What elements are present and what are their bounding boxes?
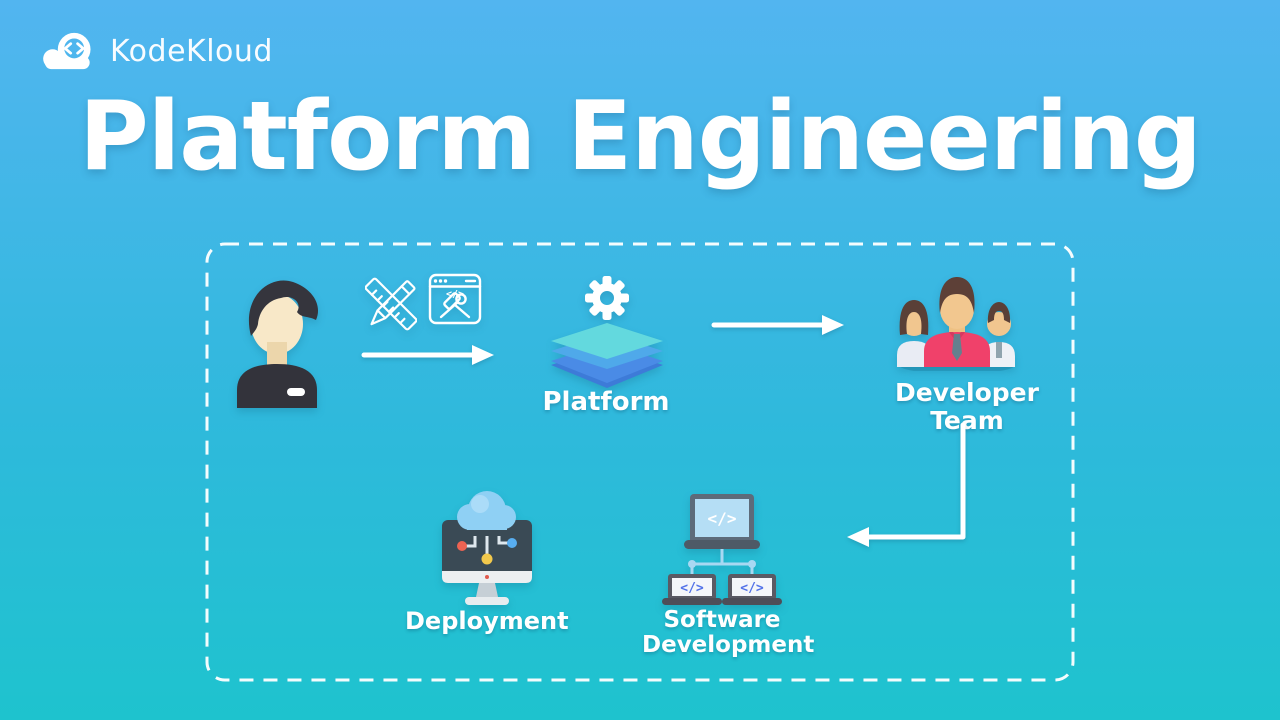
ruler-pencil-icon xyxy=(365,277,417,331)
arrow-right-icon xyxy=(711,315,844,335)
dashed-border xyxy=(205,242,1075,682)
connected-laptops-icon: </> </> </> xyxy=(662,494,782,605)
kodekloud-logo: KodeKloud xyxy=(38,30,273,72)
deployment-label: Deployment xyxy=(405,607,569,635)
small-laptop-right: </> xyxy=(722,574,782,605)
code-glyph: </> xyxy=(446,289,464,300)
team-member-right xyxy=(983,302,1015,367)
small-laptop-left: </> xyxy=(662,574,722,605)
platform-label: Platform xyxy=(542,387,670,417)
code-glyph: </> xyxy=(708,509,737,528)
brand-name: KodeKloud xyxy=(110,33,273,69)
layers-gear-icon xyxy=(551,276,663,388)
cloud-monitor-icon xyxy=(442,491,532,605)
software-development-label: Software Development xyxy=(642,607,815,659)
page-title: Platform Engineering xyxy=(79,82,1202,192)
code-glyph: </> xyxy=(740,581,764,596)
arrow-right-icon xyxy=(361,345,494,365)
kodekloud-cloud-code-icon xyxy=(43,32,91,70)
team-member-center xyxy=(924,277,990,367)
developer-team-label: Developer Team xyxy=(895,378,1039,435)
team-icon xyxy=(897,277,1015,371)
person-icon xyxy=(237,280,319,408)
browser-tools-icon: </> xyxy=(428,273,482,325)
code-glyph: </> xyxy=(680,581,704,596)
team-member-left xyxy=(897,300,931,367)
platform-engineering-diagram: </> xyxy=(205,242,1075,682)
arrow-down-left-icon xyxy=(847,422,966,547)
